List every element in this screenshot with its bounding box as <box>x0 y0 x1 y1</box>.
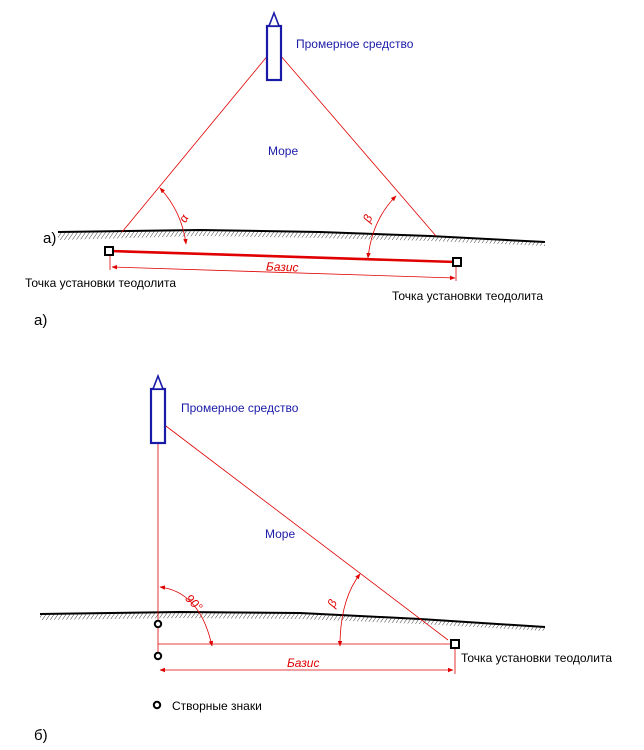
station-b <box>450 639 460 649</box>
panel-letter-inline-a: а) <box>43 230 56 247</box>
panel-letter-a: а) <box>34 312 47 329</box>
range-marker-front-b <box>153 619 163 629</box>
panel-letter-b: б) <box>34 727 48 744</box>
station-left-a <box>104 246 114 256</box>
angle-arc-90-b <box>159 585 214 647</box>
shoreline-b <box>39 610 546 628</box>
panel-b: Промерное средство Море 90° β Базис Точк… <box>34 373 612 744</box>
basis-dim-line-a <box>111 264 456 281</box>
angle-beta-label-b: β <box>324 597 340 611</box>
legend-marker-icon <box>152 700 162 710</box>
angle-alpha-label-a: α <box>176 211 192 225</box>
sight-line-diagonal-b <box>157 419 449 641</box>
vessel-icon-b <box>149 373 167 445</box>
angle-beta-label-a: β <box>359 212 375 226</box>
angle-90-label-b: 90° <box>183 591 206 614</box>
panel-a: Промерное средство Море α β Базис Точка … <box>25 10 546 329</box>
sight-line-right-a <box>273 47 437 237</box>
vessel-label-b: Промерное средство <box>181 401 299 415</box>
legend-label-b: Створные знаки <box>172 699 262 713</box>
station-label-b: Точка установки теодолита <box>461 651 612 665</box>
sea-label-b: Море <box>265 527 295 541</box>
vessel-label-a: Промерное средство <box>296 37 414 51</box>
shoreline-a <box>57 228 546 243</box>
station-right-a <box>452 257 462 267</box>
right-station-label-a: Точка установки теодолита <box>392 289 543 303</box>
vessel-icon-a <box>265 10 283 82</box>
angle-arc-alpha-a <box>159 187 188 245</box>
basis-line-a <box>109 249 457 264</box>
left-station-label-a: Точка установки теодолита <box>25 276 176 290</box>
basis-label-a: Базис <box>266 260 299 275</box>
basis-label-b: Базис <box>287 656 319 670</box>
angle-arc-beta-a <box>366 195 397 259</box>
angle-arc-beta-b <box>337 573 361 647</box>
sea-label-a: Море <box>268 144 298 158</box>
sight-line-left-a <box>121 47 275 233</box>
range-marker-rear-b <box>153 651 163 661</box>
